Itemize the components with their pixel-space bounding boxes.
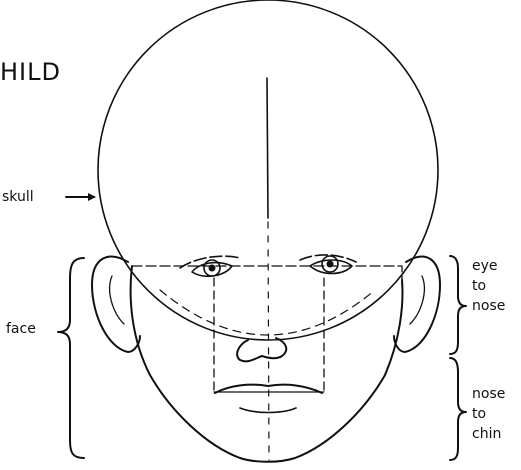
right-ear-inner: [410, 276, 424, 324]
face-outline: [131, 266, 403, 462]
nose-to-chin-line-1: nose: [472, 384, 505, 404]
nose-to-chin-line-2: to: [472, 404, 505, 424]
eye-level-box: [132, 266, 402, 290]
eye-to-nose-brace: [450, 256, 466, 354]
face-brace: [58, 258, 84, 458]
eye-to-nose-line-3: nose: [472, 296, 505, 316]
skull-lower-dashed-arc: [160, 290, 375, 335]
right-eye: [310, 256, 352, 274]
nose: [237, 338, 286, 361]
center-line-lower: [268, 222, 269, 460]
right-ear: [394, 257, 440, 352]
eye-to-nose-line-2: to: [472, 276, 505, 296]
title-fragment: HILD: [0, 58, 61, 86]
left-ear: [92, 257, 140, 352]
chin-line: [240, 458, 295, 462]
nose-to-chin-brace: [450, 358, 466, 460]
eye-to-nose-line-1: eye: [472, 256, 505, 276]
skull-arrow: [66, 193, 96, 201]
face-label: face: [6, 322, 36, 336]
center-line-upper: [267, 78, 268, 218]
left-ear-inner: [110, 276, 124, 324]
eye-to-nose-label: eye to nose: [472, 256, 505, 316]
lower-lip: [240, 408, 296, 413]
skull-label: skull: [2, 190, 34, 204]
nose-to-chin-label: nose to chin: [472, 384, 505, 444]
left-eye: [192, 260, 232, 276]
nose-to-chin-line-3: chin: [472, 424, 505, 444]
